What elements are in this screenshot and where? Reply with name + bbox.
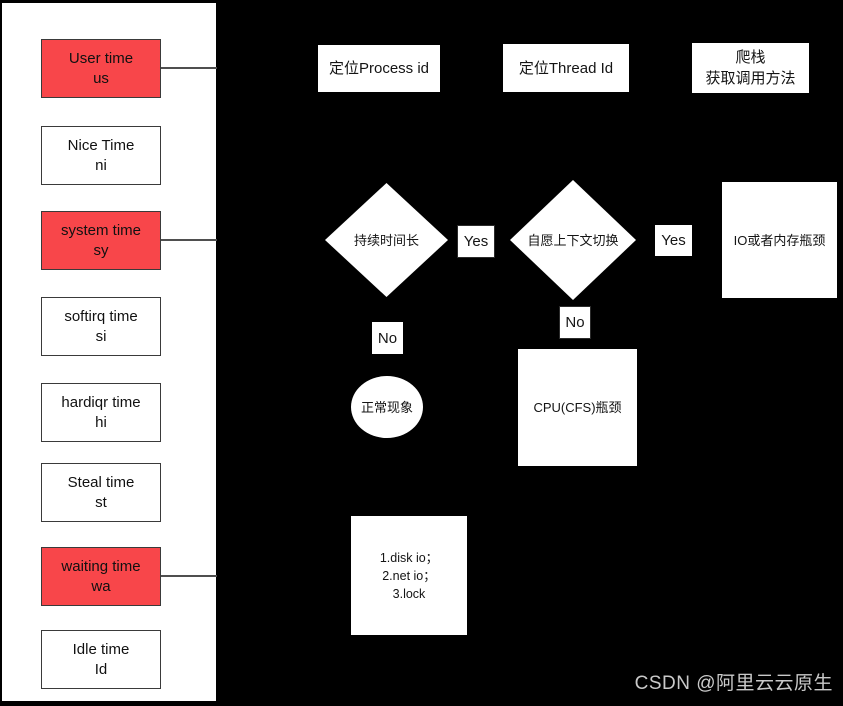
normal-phenomenon-ellipse: 正常现象: [351, 376, 423, 438]
sidebar-item-label: softirq time si: [64, 307, 137, 347]
decision-duration-long: 持续时间长: [325, 183, 448, 297]
sidebar-item-label: waiting time wa: [61, 557, 140, 597]
io-bottleneck-label: IO或者内存瓶颈: [734, 231, 826, 250]
thread-id-label: 定位Thread Id: [519, 58, 613, 79]
no-label-2-text: No: [565, 314, 584, 331]
io-bottleneck-box: IO或者内存瓶颈: [722, 182, 837, 298]
connector-user-time: [159, 67, 217, 69]
connector-waiting-time: [159, 575, 217, 577]
decision-voluntary-context-switch-label: 自愿上下文切换: [527, 231, 618, 250]
sidebar-item-idle-time: Idle time Id: [41, 630, 161, 689]
yes-label-2-text: Yes: [661, 232, 685, 249]
sidebar-item-steal-time: Steal time st: [41, 463, 161, 522]
sidebar-item-label: system time sy: [61, 221, 141, 261]
io-causes-box: 1.disk io； 2.net io； 3.lock: [351, 516, 467, 635]
decision-duration-long-label: 持续时间长: [354, 231, 419, 250]
yes-label-1: Yes: [457, 225, 495, 258]
no-label-2: No: [559, 306, 591, 339]
process-id-label: 定位Process id: [329, 58, 429, 79]
connector-system-time: [159, 239, 217, 241]
cpu-bottleneck-label: CPU(CFS)瓶颈: [533, 398, 621, 417]
sidebar-item-waiting-time: waiting time wa: [41, 547, 161, 606]
decision-voluntary-context-switch: 自愿上下文切换: [510, 180, 636, 300]
sidebar-item-label: User time us: [69, 49, 133, 89]
sidebar-item-nice-time: Nice Time ni: [41, 126, 161, 185]
sidebar-item-label: hardiqr time hi: [61, 393, 140, 433]
sidebar-item-label: Idle time Id: [73, 640, 130, 680]
stack-trace-box: 爬栈 获取调用方法: [692, 43, 809, 93]
io-causes-label: 1.disk io； 2.net io； 3.lock: [380, 549, 438, 603]
stack-trace-label: 爬栈 获取调用方法: [705, 47, 795, 89]
process-id-box: 定位Process id: [318, 45, 440, 92]
yes-label-1-text: Yes: [464, 233, 488, 250]
cpu-bottleneck-box: CPU(CFS)瓶颈: [518, 349, 637, 466]
yes-label-2: Yes: [655, 225, 692, 256]
watermark: CSDN @阿里云云原生: [635, 668, 833, 695]
sidebar-item-label: Nice Time ni: [68, 136, 135, 176]
sidebar-item-label: Steal time st: [68, 473, 135, 513]
sidebar-item-user-time: User time us: [41, 39, 161, 98]
normal-phenomenon-label: 正常现象: [361, 398, 413, 417]
no-label-1: No: [372, 322, 403, 354]
sidebar-item-hardirq-time: hardiqr time hi: [41, 383, 161, 442]
sidebar-item-system-time: system time sy: [41, 211, 161, 270]
thread-id-box: 定位Thread Id: [503, 44, 629, 92]
sidebar-item-softirq-time: softirq time si: [41, 297, 161, 356]
no-label-1-text: No: [378, 330, 397, 347]
